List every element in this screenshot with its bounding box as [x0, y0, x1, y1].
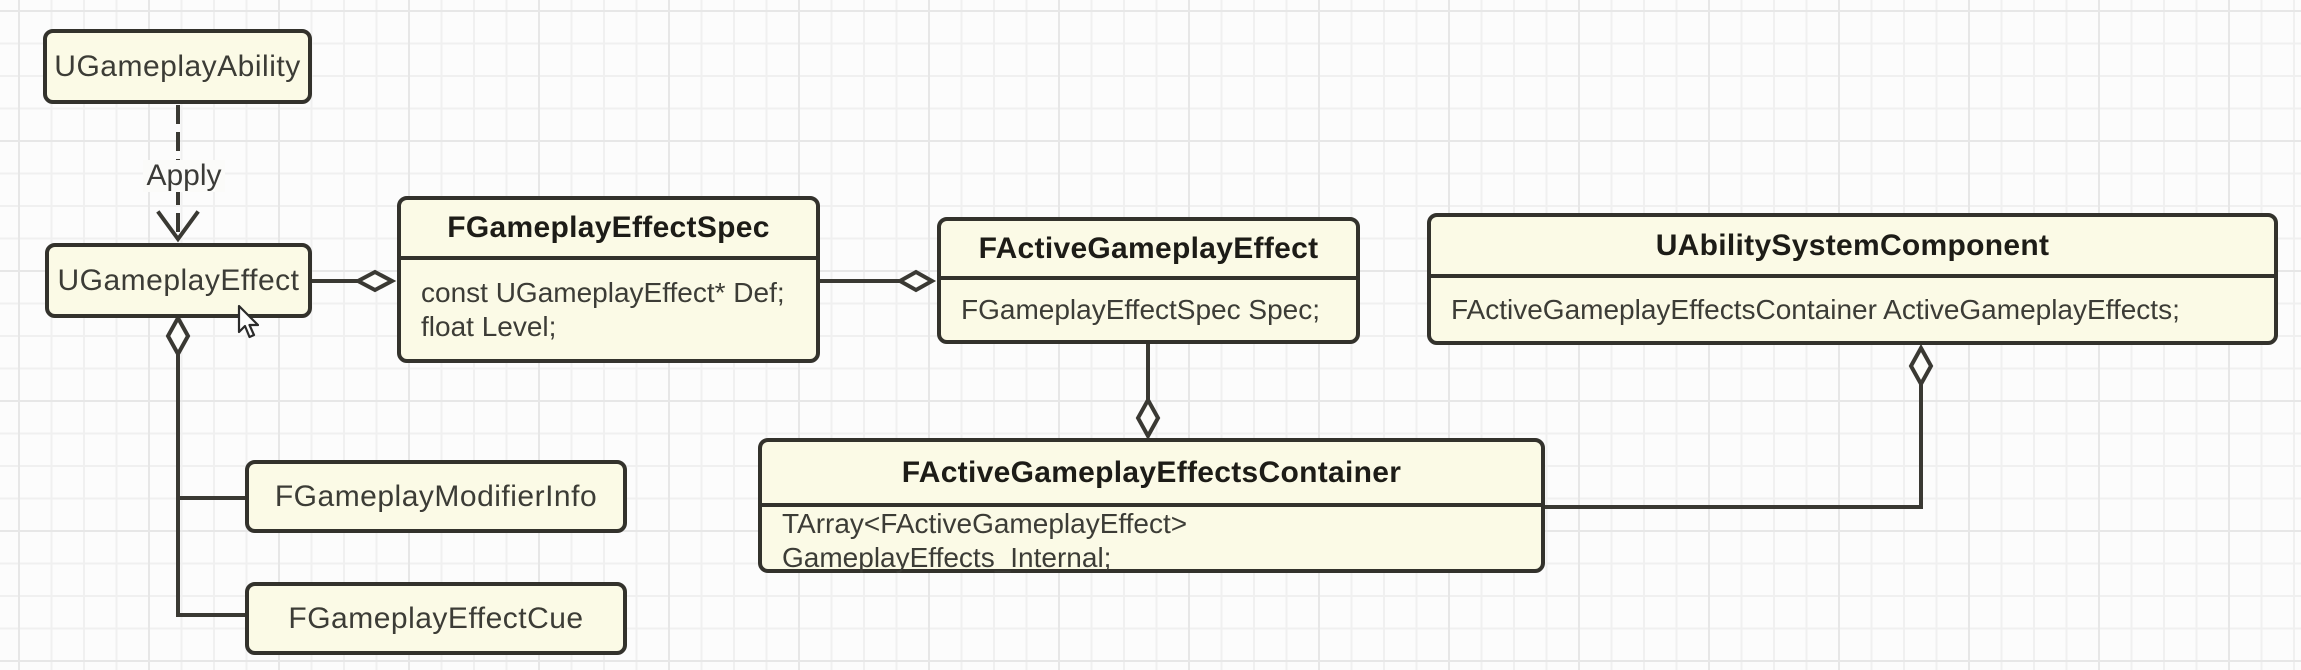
class-members: TArray<FActiveGameplayEffect> GameplayEf…: [762, 507, 1541, 575]
class-title: FGameplayModifierInfo: [274, 479, 598, 513]
member-line: TArray<FActiveGameplayEffect> GameplayEf…: [782, 508, 1188, 573]
class-node-factivegameplayeffectscontainer[interactable]: FActiveGameplayEffectsContainer TArray<F…: [758, 438, 1545, 573]
aggregation-diamond-container: [1135, 395, 1161, 441]
class-node-fgameplaymodifierinfo[interactable]: FGameplayModifierInfo: [245, 460, 627, 533]
mouse-cursor-icon: [237, 304, 259, 339]
class-title: FActiveGameplayEffectsContainer: [762, 442, 1541, 507]
class-title: FGameplayEffectCue: [288, 601, 584, 635]
aggregation-diamond-asc: [1908, 343, 1934, 389]
class-title: FActiveGameplayEffect: [941, 221, 1356, 280]
member-line: const UGameplayEffect* Def;: [421, 276, 785, 308]
apply-edge-label: Apply: [143, 160, 225, 192]
apply-open-arrowhead-icon: [156, 210, 200, 243]
class-title: UGameplayAbility: [54, 49, 301, 83]
aggregation-diamond-spec: [353, 269, 397, 293]
class-members: const UGameplayEffect* Def; float Level;: [401, 260, 816, 359]
member-line: FActiveGameplayEffectsContainer ActiveGa…: [1451, 293, 2180, 325]
class-title: UAbilitySystemComponent: [1431, 217, 2274, 278]
class-node-ugameplayeffect[interactable]: UGameplayEffect: [45, 243, 312, 318]
member-line: float Level;: [421, 310, 557, 342]
class-node-fgameplayeffectcue[interactable]: FGameplayEffectCue: [245, 582, 627, 655]
class-node-uabilitysystemcomponent[interactable]: UAbilitySystemComponent FActiveGameplayE…: [1427, 213, 2278, 345]
aggregation-diamond-active: [895, 269, 937, 293]
class-title: FGameplayEffectSpec: [401, 200, 816, 260]
class-members: FGameplayEffectSpec Spec;: [941, 280, 1356, 340]
member-line: FGameplayEffectSpec Spec;: [961, 294, 1320, 325]
aggregation-diamond-effect: [165, 313, 191, 359]
class-members: FActiveGameplayEffectsContainer ActiveGa…: [1431, 278, 2274, 341]
class-node-ugameplayability[interactable]: UGameplayAbility: [43, 29, 312, 104]
class-title: UGameplayEffect: [57, 263, 300, 297]
class-node-factivegameplayeffect[interactable]: FActiveGameplayEffect FGameplayEffectSpe…: [937, 217, 1360, 344]
class-node-fgameplayeffectspec[interactable]: FGameplayEffectSpec const UGameplayEffec…: [397, 196, 820, 363]
